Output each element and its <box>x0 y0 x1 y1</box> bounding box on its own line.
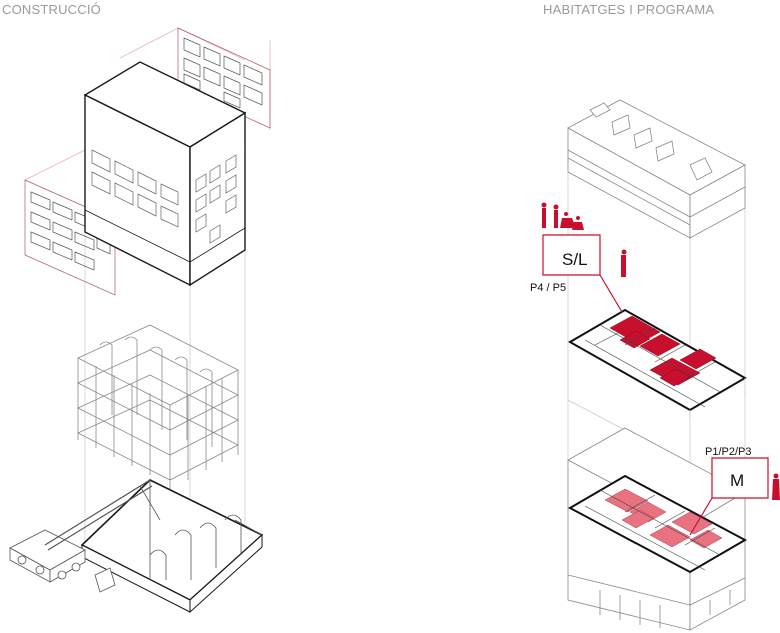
ground-walls <box>149 480 263 580</box>
structural-frame <box>77 324 239 490</box>
ground-base <box>80 479 264 614</box>
facade-panel-left <box>24 179 116 296</box>
facade-panel-top <box>177 27 271 129</box>
crane <box>9 479 161 593</box>
heading-habitatges: HABITATGES I PROGRAMA <box>543 2 715 17</box>
lower-block <box>567 427 746 631</box>
person-icons-s-l <box>541 202 627 277</box>
unit-floors-m: P1/P2/P3 <box>705 446 751 458</box>
building-windows <box>91 149 237 244</box>
callout-m: M P1/P2/P3 <box>689 446 769 536</box>
floor-plate-upper <box>567 308 748 412</box>
heading-construccio: CONSTRUCCIÓ <box>2 2 101 17</box>
floor-outline-upper <box>567 342 746 431</box>
unit-floors-s-l: P4 / P5 <box>530 282 566 294</box>
unit-code-s-l: S/L <box>562 250 588 269</box>
person-icon-m <box>772 473 780 500</box>
roof-block <box>567 99 746 239</box>
building-block <box>83 61 247 287</box>
unit-code-m: M <box>730 471 744 490</box>
callout-s-l: S/L P4 / P5 <box>530 234 623 313</box>
floor-plate-lower <box>567 474 748 574</box>
